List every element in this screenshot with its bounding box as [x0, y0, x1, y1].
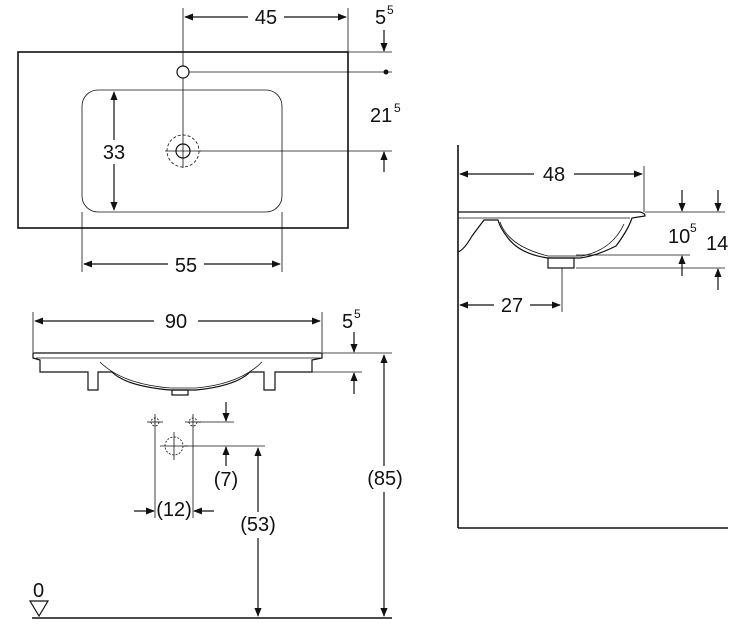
dim-rim-front: 5 [342, 311, 353, 333]
front-view: 90 5 5 (7) (12) ( [28, 307, 408, 619]
floor-label: 0 [33, 580, 44, 602]
dim-total-height: (85) [367, 468, 403, 490]
dim-rim-side-sup: 5 [690, 221, 697, 235]
dim-rim-front-sup: 5 [354, 307, 361, 321]
dim-rim-side: 10 [668, 226, 690, 248]
dim-tap-offset: 45 [255, 7, 277, 29]
dim-drain-offset: 27 [501, 295, 523, 317]
dim-depth: 48 [543, 164, 565, 186]
dim-supply-drop: (7) [214, 469, 238, 491]
dim-supply-height: (53) [240, 514, 276, 536]
dim-bowl-width: 55 [175, 255, 197, 277]
basin-outline-front [32, 352, 323, 391]
tap-hole [176, 65, 190, 79]
floor-level-marker [28, 600, 50, 618]
dim-drain-depth-sup: 5 [394, 101, 401, 115]
dim-width: 90 [165, 311, 187, 333]
top-view: 45 5 5 21 5 33 55 [17, 3, 401, 277]
side-view: 48 10 5 14 27 [457, 145, 728, 529]
dim-top-margin: 5 [375, 7, 386, 29]
dim-total-side: 14 [706, 233, 728, 255]
drain-top [165, 134, 201, 168]
dim-bowl-depth: 33 [103, 142, 125, 164]
dim-top-margin-sup: 5 [387, 3, 394, 17]
dim-supply-spacing: (12) [156, 499, 192, 521]
supply-markers [147, 414, 201, 460]
dim-drain-depth: 21 [370, 105, 392, 127]
